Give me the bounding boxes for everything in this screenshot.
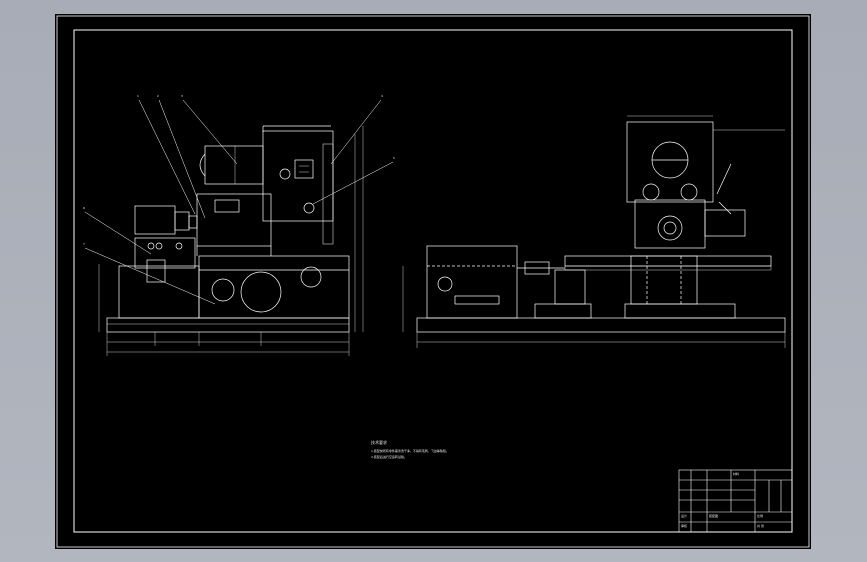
notes-heading: 技术要求 [371, 440, 387, 445]
control-panel [294, 159, 314, 179]
front-view [84, 99, 394, 356]
side-view [402, 115, 786, 348]
callout-7: 7 [83, 242, 85, 246]
callout-6: 6 [83, 206, 85, 210]
inner-frame [73, 29, 793, 533]
drawing-sheet[interactable]: 技术要求 1.装配前所有零件需清洗干净，不得有毛刺、飞边等缺陷。 2.装配后进行… [55, 14, 811, 549]
guide-rail [564, 255, 772, 267]
motor-top [204, 145, 264, 185]
pedestal [630, 255, 698, 305]
right-bore [300, 266, 322, 288]
spindle-face [657, 215, 683, 241]
callout-2: 2 [157, 94, 159, 98]
title-scale-label: 比例 [757, 514, 764, 518]
headstock [196, 193, 272, 247]
coupling [524, 261, 550, 275]
callout-1: 1 [137, 94, 139, 98]
assembly-drawing-svg [56, 15, 810, 548]
callout-5: 5 [393, 156, 395, 160]
outer-frame [56, 15, 810, 548]
callout-4: 4 [381, 94, 383, 98]
motor-left [134, 205, 176, 235]
notes-line-2: 2.装配后进行空运转试验。 [371, 455, 407, 459]
title-material-label: 材料 [733, 472, 740, 476]
base-plate [106, 317, 350, 333]
clamp-jaw [146, 259, 166, 283]
side-base [416, 317, 786, 333]
side-head [634, 199, 706, 249]
title-sheet-label: 共 张 [757, 524, 764, 528]
title-design-label: 设计 [681, 514, 688, 518]
left-bore [211, 278, 235, 302]
side-column [626, 121, 714, 203]
title-drawing-label: 装配图 [709, 514, 719, 518]
main-bed [198, 255, 350, 319]
title-block [678, 469, 793, 533]
title-check-label: 审核 [681, 524, 688, 528]
callout-3: 3 [181, 94, 183, 98]
large-bore [240, 271, 282, 313]
notes-line-1: 1.装配前所有零件需清洗干净，不得有毛刺、飞边等缺陷。 [371, 449, 449, 453]
side-left-block [426, 245, 518, 319]
column-box [262, 130, 334, 222]
